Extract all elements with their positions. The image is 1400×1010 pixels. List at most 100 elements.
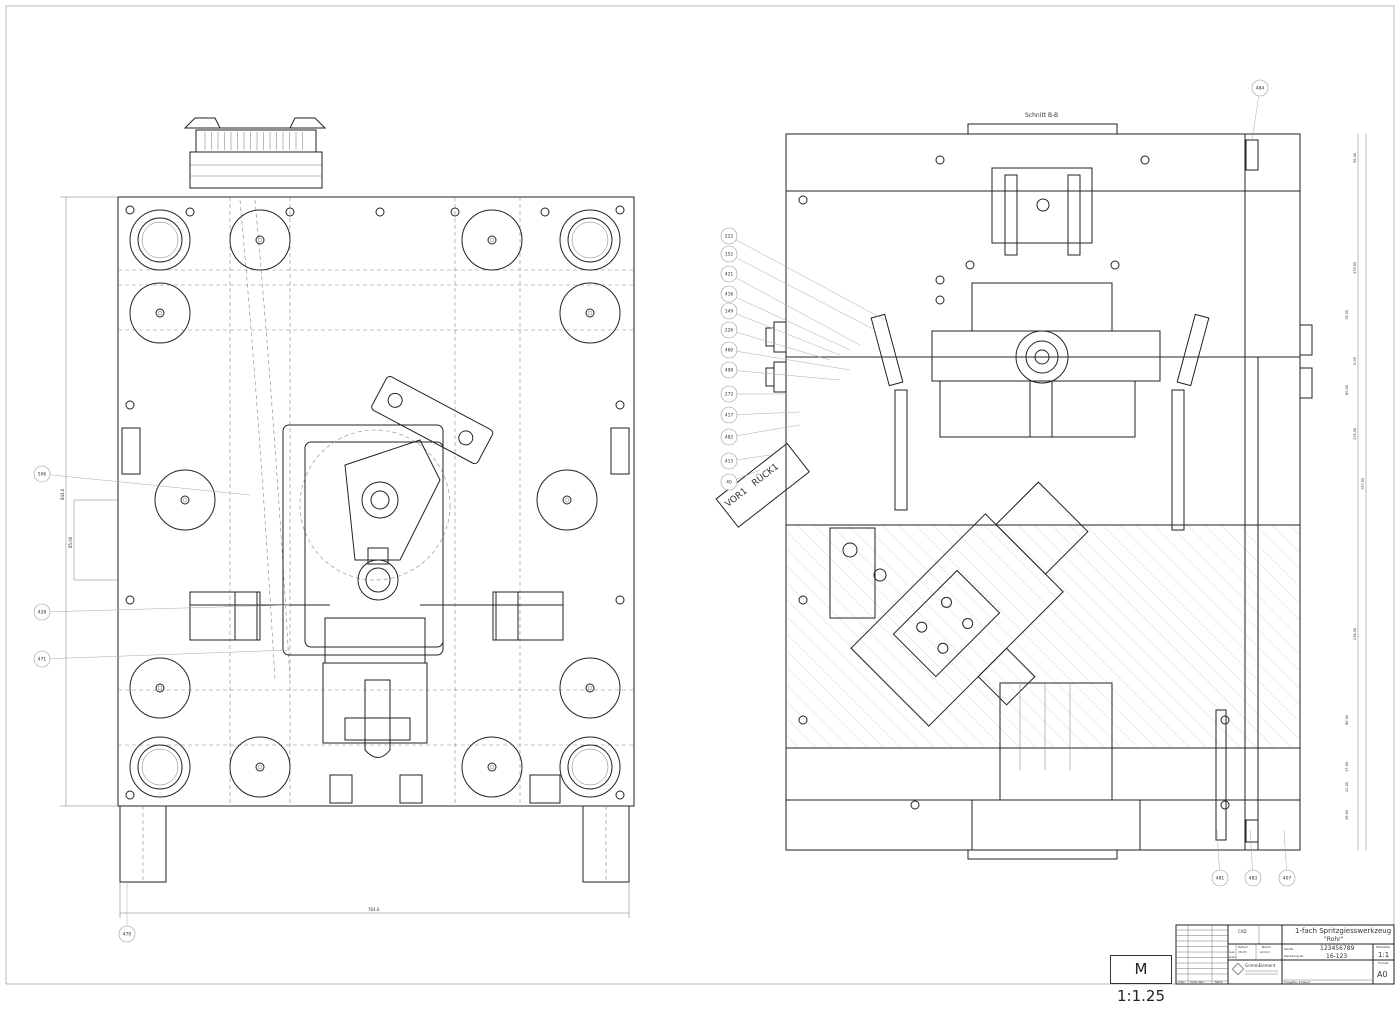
bolt-hole — [935, 275, 945, 285]
drawn-label: Gez. — [1229, 950, 1236, 954]
company-name: GrimmElement — [1245, 963, 1276, 968]
bolt-hole — [798, 195, 808, 205]
svg-text:499: 499 — [725, 368, 734, 374]
svg-text:226: 226 — [725, 328, 734, 334]
bolt-hole — [1110, 260, 1120, 270]
cooling-circle — [461, 736, 523, 798]
dimension-value: 236.00 — [1353, 628, 1357, 640]
checked-label: Gepr. — [1229, 955, 1237, 959]
part-no-label: Teil-Nr. — [1283, 947, 1294, 951]
release-status: Freigabe: Entwurf — [1284, 980, 1311, 984]
bolt-hole — [798, 595, 808, 605]
svg-text:482: 482 — [725, 435, 734, 441]
title-block: CAD 1-fach Spritzgiesswerkzeug "Rohr" Da… — [1175, 924, 1395, 985]
svg-text:506: 506 — [38, 472, 47, 478]
item-balloon: 482 — [720, 424, 801, 446]
bolt-hole — [910, 800, 920, 810]
dim-height: 844.0 — [60, 488, 65, 500]
cad-label: CAD — [1238, 929, 1247, 934]
svg-text:149: 149 — [725, 309, 734, 315]
bolt-hole — [935, 295, 945, 305]
svg-text:471: 471 — [38, 657, 47, 663]
drawn-name: Grimm — [1260, 950, 1270, 954]
item-balloon: 222 — [720, 227, 886, 321]
guide-bushing — [129, 736, 191, 798]
item-balloon: 272 — [720, 385, 786, 403]
svg-text:460: 460 — [725, 348, 734, 354]
svg-text:484: 484 — [1256, 86, 1265, 92]
item-balloon: 421 — [720, 265, 861, 346]
item-balloon: 417 — [720, 406, 801, 424]
svg-text:413: 413 — [725, 459, 734, 465]
guide-bushing — [129, 209, 191, 271]
item-balloon: 149 — [720, 302, 841, 356]
dimension-value: 176.00 — [1353, 262, 1357, 274]
item-balloon: 428 — [33, 603, 291, 621]
name-label: Name — [1262, 945, 1271, 949]
drawn-date: 26.07. — [1238, 950, 1248, 954]
cooling-circle — [536, 469, 598, 531]
item-balloon: 460 — [720, 341, 851, 371]
tool-no-label: Werkzeug-Nr. — [1284, 954, 1304, 958]
svg-text:470: 470 — [123, 932, 132, 938]
item-balloon: 470 — [118, 882, 136, 943]
part-no: 123456789 — [1320, 945, 1355, 952]
rev-header-text: Änder.-Text — [1190, 979, 1204, 984]
item-balloon: 40 — [720, 469, 761, 491]
dimension-value: 36.00 — [1345, 810, 1349, 820]
dimension-value: 17.00 — [1345, 762, 1349, 772]
svg-text:152: 152 — [725, 252, 734, 258]
item-balloon: 413 — [720, 452, 771, 470]
drawing-title: 1-fach Spritzgiesswerkzeug — [1295, 927, 1391, 935]
dimension-value: 176.00 — [1353, 428, 1357, 440]
rev-header-name: Name — [1215, 980, 1223, 984]
drawing-subtitle: "Rohr" — [1324, 936, 1344, 943]
dimension-value: 79.00 — [1345, 310, 1349, 320]
cooling-circle — [559, 282, 621, 344]
cooling-circle — [129, 282, 191, 344]
svg-text:483: 483 — [1249, 876, 1258, 882]
cooling-circle — [154, 469, 216, 531]
dimension-value: 80.00 — [1345, 385, 1349, 395]
cooling-circle — [129, 657, 191, 719]
dimension-value: 56.00 — [1353, 153, 1357, 163]
format-value: A0 — [1377, 970, 1388, 979]
section-view: Schnitt B-B — [715, 112, 1367, 860]
scale-label: Massstab — [1376, 945, 1390, 949]
item-balloon: 481 — [1211, 829, 1229, 887]
scale-value: 1:1 — [1378, 951, 1389, 959]
tool-no: 16-123 — [1326, 953, 1347, 960]
dim-inner: 85.00 — [68, 536, 73, 548]
item-balloon: 471 — [33, 649, 291, 668]
svg-text:407: 407 — [1283, 876, 1292, 882]
svg-text:421: 421 — [725, 272, 734, 278]
dim-width: 764.0 — [368, 907, 380, 912]
bolt-hole — [1220, 715, 1230, 725]
bolt-hole — [1140, 155, 1150, 165]
mold-plate — [117, 196, 635, 807]
bolt-hole — [935, 155, 945, 165]
dimension-value: 90.00 — [1345, 715, 1349, 725]
item-balloon: 499 — [720, 361, 841, 381]
svg-text:417: 417 — [725, 413, 734, 419]
date-label: Datum — [1238, 945, 1248, 949]
item-balloon: 506 — [33, 465, 251, 496]
company-logo: GrimmElement — [1231, 962, 1278, 976]
cooling-circle — [461, 209, 523, 271]
dimension-value: 5.00 — [1353, 357, 1357, 365]
svg-text:40: 40 — [726, 480, 732, 486]
slider-label-rueck: RÜCK1 — [750, 461, 781, 489]
item-balloon: 484 — [1251, 79, 1269, 141]
item-balloon: 416 — [720, 285, 851, 351]
cooling-circle — [229, 209, 291, 271]
drawing-scale: M 1:1.25 — [1110, 955, 1172, 1005]
svg-text:428: 428 — [38, 610, 47, 616]
item-balloon: 152 — [720, 245, 876, 331]
format-label: Format — [1378, 961, 1389, 965]
connector — [183, 117, 327, 189]
bolt-hole — [1220, 800, 1230, 810]
sheet-border — [5, 5, 1395, 985]
dimension-value: 22.00 — [1345, 782, 1349, 792]
